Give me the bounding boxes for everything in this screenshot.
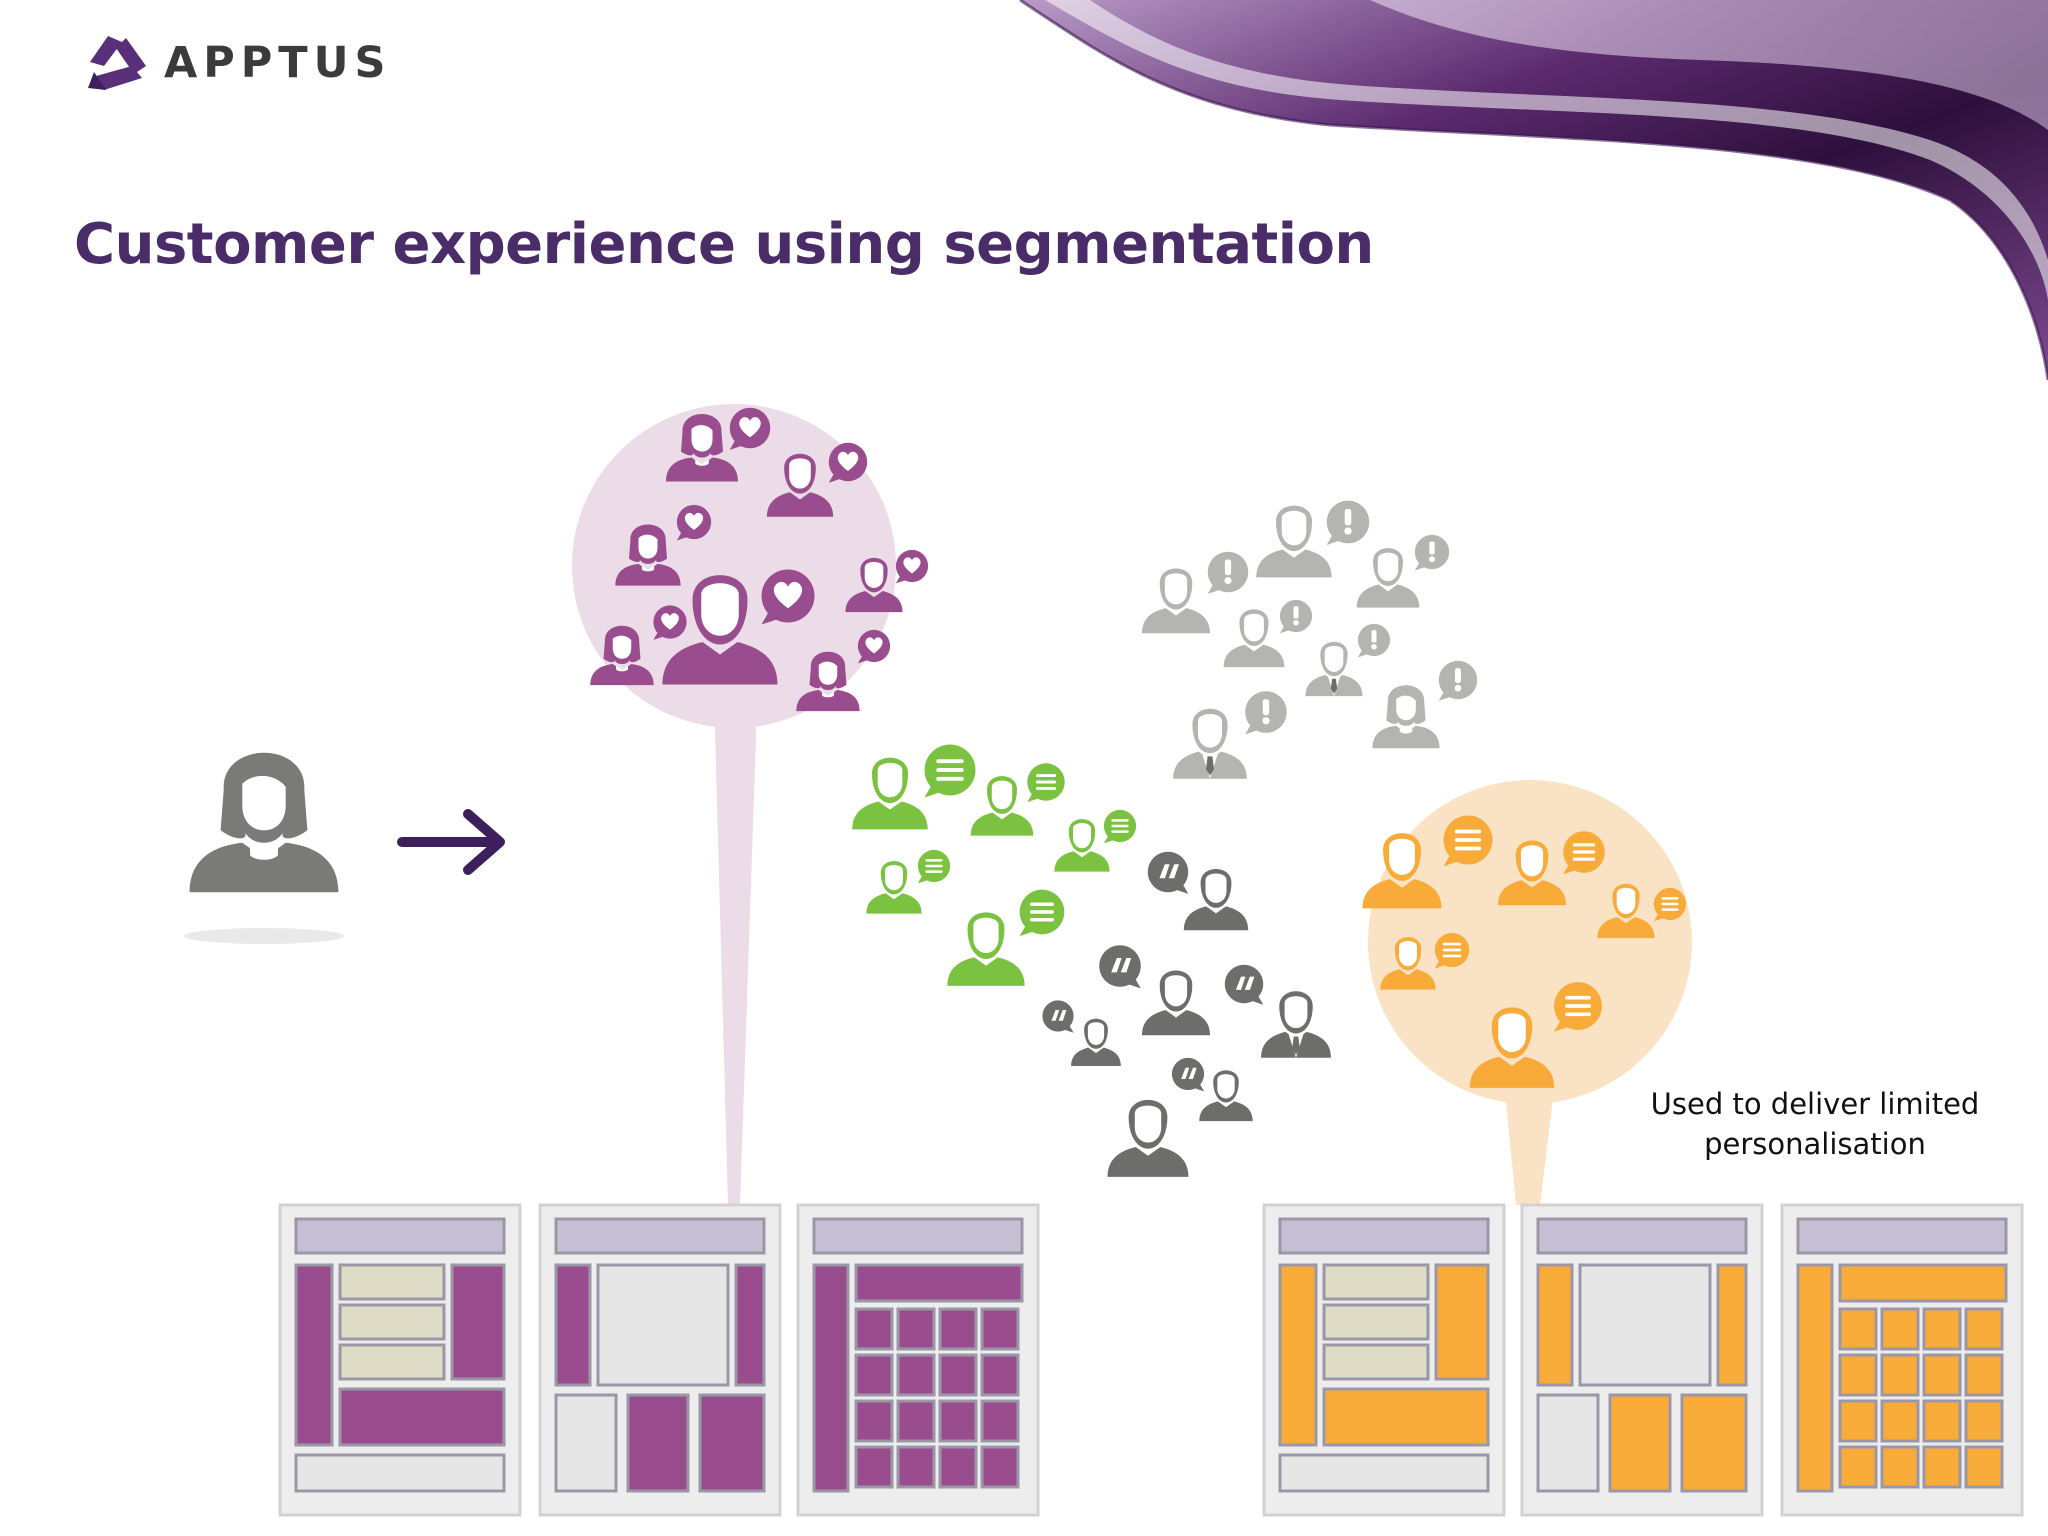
purple-segment-circle: [572, 404, 896, 728]
grid-cell: [980, 1353, 1020, 1397]
purple-page-templates: [278, 1203, 1040, 1517]
exclamation-icon: [1414, 534, 1450, 571]
grid-cell: [980, 1445, 1020, 1489]
quote-icon: [1147, 851, 1189, 894]
grid-cell: [1838, 1307, 1878, 1351]
customer-shadow: [184, 928, 344, 944]
caption-line: personalisation: [1704, 1127, 1926, 1161]
green-person: [947, 912, 1025, 986]
dark-person: [1199, 1070, 1253, 1122]
template-layout-3: [1780, 1203, 2024, 1517]
green-person: [866, 861, 922, 914]
gray-person: [1256, 505, 1332, 578]
grid-cell: [1838, 1353, 1878, 1397]
grid-cell: [1880, 1307, 1920, 1351]
purple-segment-pointer: [712, 620, 760, 1205]
grid-cell: [896, 1307, 936, 1351]
gray-person: [1141, 568, 1211, 634]
grid-cell: [938, 1353, 978, 1397]
page-title: Customer experience using segmentation: [74, 212, 1374, 277]
orange-page-templates: [1262, 1203, 2024, 1517]
dark-person: [1183, 868, 1249, 931]
exclamation-icon: [1326, 500, 1370, 545]
template-layout-3: [796, 1203, 1040, 1517]
grid-cell: [938, 1445, 978, 1489]
grid-cell: [1880, 1399, 1920, 1443]
quote-icon: [1171, 1057, 1205, 1092]
grid-cell: [854, 1445, 894, 1489]
exclamation-icon: [1245, 691, 1287, 735]
grid-cell: [938, 1307, 978, 1351]
apptus-logo-icon: [88, 36, 146, 90]
grid-cell: [1922, 1445, 1962, 1489]
quote-icon: [1042, 1000, 1074, 1033]
grid-cell: [1838, 1399, 1878, 1443]
exclamation-icon: [1357, 623, 1391, 658]
template-layout-1: [278, 1203, 522, 1517]
grid-cell: [1838, 1445, 1878, 1489]
template-layout-1: [1262, 1203, 1506, 1517]
grid-cell: [896, 1353, 936, 1397]
list-icon: [924, 744, 976, 798]
brand-name: APPTUS: [164, 38, 392, 88]
heart-icon: [857, 629, 891, 664]
grid-cell: [1964, 1353, 2004, 1397]
list-icon: [1019, 889, 1065, 937]
grid-cell: [1880, 1353, 1920, 1397]
heart-icon: [895, 549, 929, 584]
green-person: [970, 776, 1034, 836]
list-icon: [1027, 763, 1065, 803]
caption-line: Used to deliver limited: [1650, 1087, 1980, 1121]
grid-cell: [1964, 1445, 2004, 1489]
gray-person: [1305, 641, 1363, 697]
quote-icon: [1224, 964, 1264, 1005]
grid-cell: [980, 1399, 1020, 1443]
apptus-logo: APPTUS: [82, 32, 392, 94]
arrow-right-icon: [397, 809, 505, 875]
grid-cell: [854, 1353, 894, 1397]
grid-cell: [1922, 1399, 1962, 1443]
segmentation-caption: Used to deliver limited personalisation: [1620, 1084, 2010, 1164]
green-person: [1054, 819, 1110, 872]
list-icon: [917, 849, 951, 884]
quote-icon: [1099, 945, 1141, 989]
list-icon: [1103, 809, 1137, 844]
gray-person: [1356, 548, 1420, 608]
template-layout-2: [538, 1203, 782, 1517]
template-layout-2: [1520, 1203, 1764, 1517]
grid-cell: [854, 1307, 894, 1351]
grid-cell: [896, 1445, 936, 1489]
dark-person: [1141, 970, 1211, 1036]
grid-cell: [1964, 1399, 2004, 1443]
exclamation-icon: [1279, 599, 1313, 634]
grid-cell: [1922, 1353, 1962, 1397]
exclamation-icon: [1438, 660, 1478, 701]
grid-cell: [1922, 1307, 1962, 1351]
dark-person: [1107, 1099, 1189, 1177]
grid-cell: [854, 1399, 894, 1443]
exclamation-icon: [1207, 551, 1249, 594]
grid-cell: [938, 1399, 978, 1443]
dark-person: [1071, 1018, 1121, 1067]
gray-person: [1173, 708, 1247, 779]
customer-icon: [189, 752, 339, 893]
dark-person: [1261, 991, 1331, 1058]
segment-gray-alert: [1141, 500, 1478, 779]
grid-cell: [980, 1307, 1020, 1351]
gray-person: [1372, 685, 1440, 749]
grid-cell: [1880, 1445, 1920, 1489]
segment-green: [852, 744, 1137, 986]
segment-dark-quote: [1042, 851, 1331, 1177]
gray-person: [1223, 609, 1285, 668]
grid-cell: [896, 1399, 936, 1443]
green-person: [852, 757, 928, 830]
grid-cell: [1964, 1307, 2004, 1351]
